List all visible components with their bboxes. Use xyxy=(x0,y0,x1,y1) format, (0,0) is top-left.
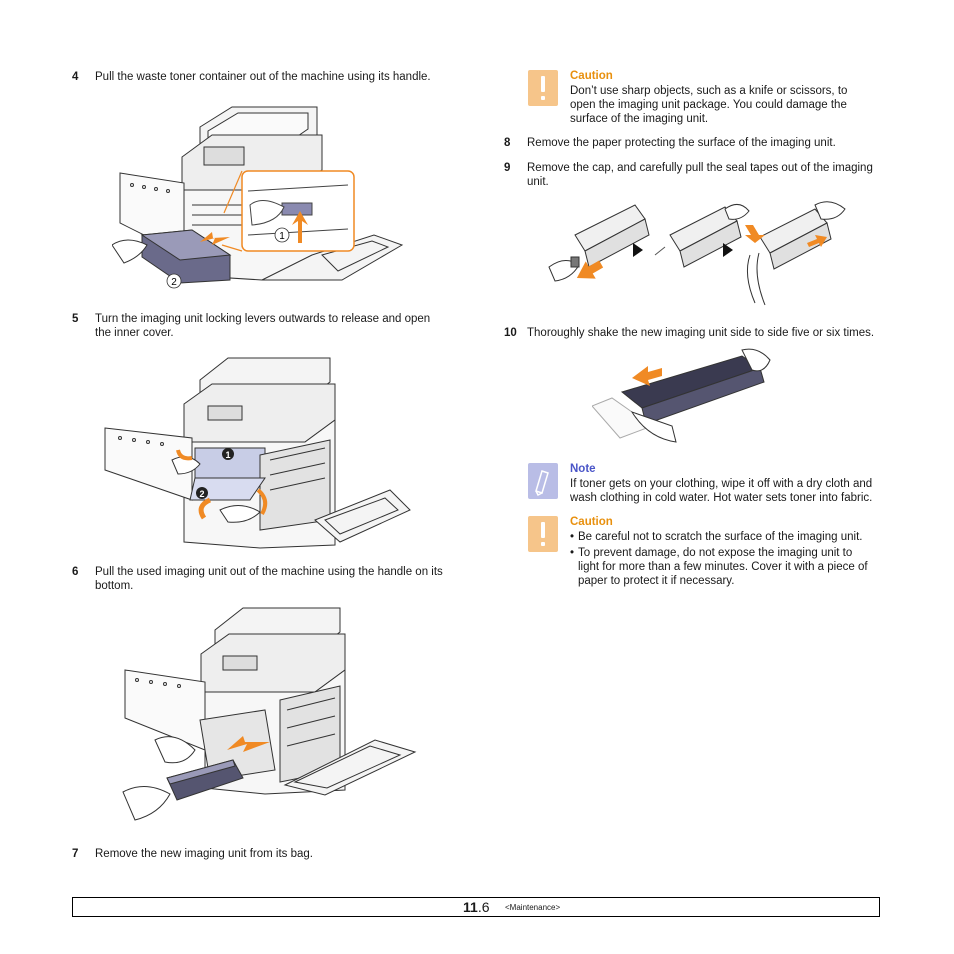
step-text-line: bottom. xyxy=(95,580,134,592)
step-4: 4 Pull the waste toner container out of … xyxy=(72,70,472,85)
callout-marker-2: 2 xyxy=(171,277,177,288)
caution-icon xyxy=(528,516,558,552)
caution-callout: Caution Be careful not to scratch the su… xyxy=(528,516,888,592)
section-name: <Maintenance> xyxy=(505,903,561,912)
note-icon xyxy=(528,463,558,499)
caution-bullet-text: Be careful not to scratch the surface of… xyxy=(578,531,863,543)
note-text-line: wash clothing in cold water. Hot water s… xyxy=(570,492,873,504)
caution-callout: Caution Don’t use sharp objects, such as… xyxy=(528,70,888,126)
step-number: 4 xyxy=(72,71,79,83)
note-callout: Note If toner gets on your clothing, wip… xyxy=(528,463,888,507)
step-text-line: Pull the used imaging unit out of the ma… xyxy=(95,566,443,578)
caution-text-line: open the imaging unit package. You could… xyxy=(570,99,847,111)
step-text: Pull the waste toner container out of th… xyxy=(95,71,431,83)
caution-bullet-text: light for more than a few minutes. Cover… xyxy=(578,561,868,573)
step-text: Thoroughly shake the new imaging unit si… xyxy=(527,327,875,339)
chapter-number: 11 xyxy=(463,899,478,915)
page-footer: 11.6 <Maintenance> xyxy=(72,897,880,917)
step-5: 5 Turn the imaging unit locking levers o… xyxy=(72,312,472,342)
step-number: 10 xyxy=(504,327,517,339)
step-9: 9 Remove the cap, and carefully pull the… xyxy=(504,161,894,191)
page-number: 11.6 xyxy=(463,899,490,915)
callout-marker-2: 2 xyxy=(199,489,204,499)
step-text: Remove the paper protecting the surface … xyxy=(527,137,836,149)
step-number: 8 xyxy=(504,137,511,149)
caution-bullet: To prevent damage, do not expose the ima… xyxy=(570,546,890,588)
caution-title: Caution xyxy=(570,516,613,528)
caution-bullet-text: paper to protect it if necessary. xyxy=(578,575,735,587)
step-text-line: Turn the imaging unit locking levers out… xyxy=(95,313,431,325)
caution-icon xyxy=(528,70,558,106)
step-text: Remove the new imaging unit from its bag… xyxy=(95,848,313,860)
step-number: 9 xyxy=(504,162,511,174)
caution-text-line: surface of the imaging unit. xyxy=(570,113,709,125)
seal-tape-removal-illustration xyxy=(548,201,846,306)
note-title: Note xyxy=(570,463,596,475)
step-10: 10 Thoroughly shake the new imaging unit… xyxy=(504,326,894,341)
step-number: 5 xyxy=(72,313,79,325)
waste-toner-removal-illustration: 1 2 xyxy=(112,106,404,289)
step-text-line: Remove the cap, and carefully pull the s… xyxy=(527,162,873,174)
callout-marker-1: 1 xyxy=(225,450,230,460)
caution-text-line: Don’t use sharp objects, such as a knife… xyxy=(570,85,848,97)
step-number: 7 xyxy=(72,848,79,860)
step-text-line: unit. xyxy=(527,176,549,188)
caution-title: Caution xyxy=(570,70,613,82)
step-number: 6 xyxy=(72,566,79,578)
caution-bullet-text: To prevent damage, do not expose the ima… xyxy=(578,547,853,559)
step-7: 7 Remove the new imaging unit from its b… xyxy=(72,847,472,862)
step-text-line: the inner cover. xyxy=(95,327,174,339)
imaging-unit-levers-illustration: 1 2 xyxy=(104,357,411,549)
note-text-line: If toner gets on your clothing, wipe it … xyxy=(570,478,873,490)
callout-marker-1: 1 xyxy=(279,231,285,242)
page-suffix: .6 xyxy=(477,899,490,915)
step-6: 6 Pull the used imaging unit out of the … xyxy=(72,565,472,595)
used-imaging-unit-removal-illustration xyxy=(122,607,417,821)
caution-bullet: Be careful not to scratch the surface of… xyxy=(570,530,890,544)
shake-imaging-unit-illustration xyxy=(592,348,771,443)
step-8: 8 Remove the paper protecting the surfac… xyxy=(504,136,894,151)
